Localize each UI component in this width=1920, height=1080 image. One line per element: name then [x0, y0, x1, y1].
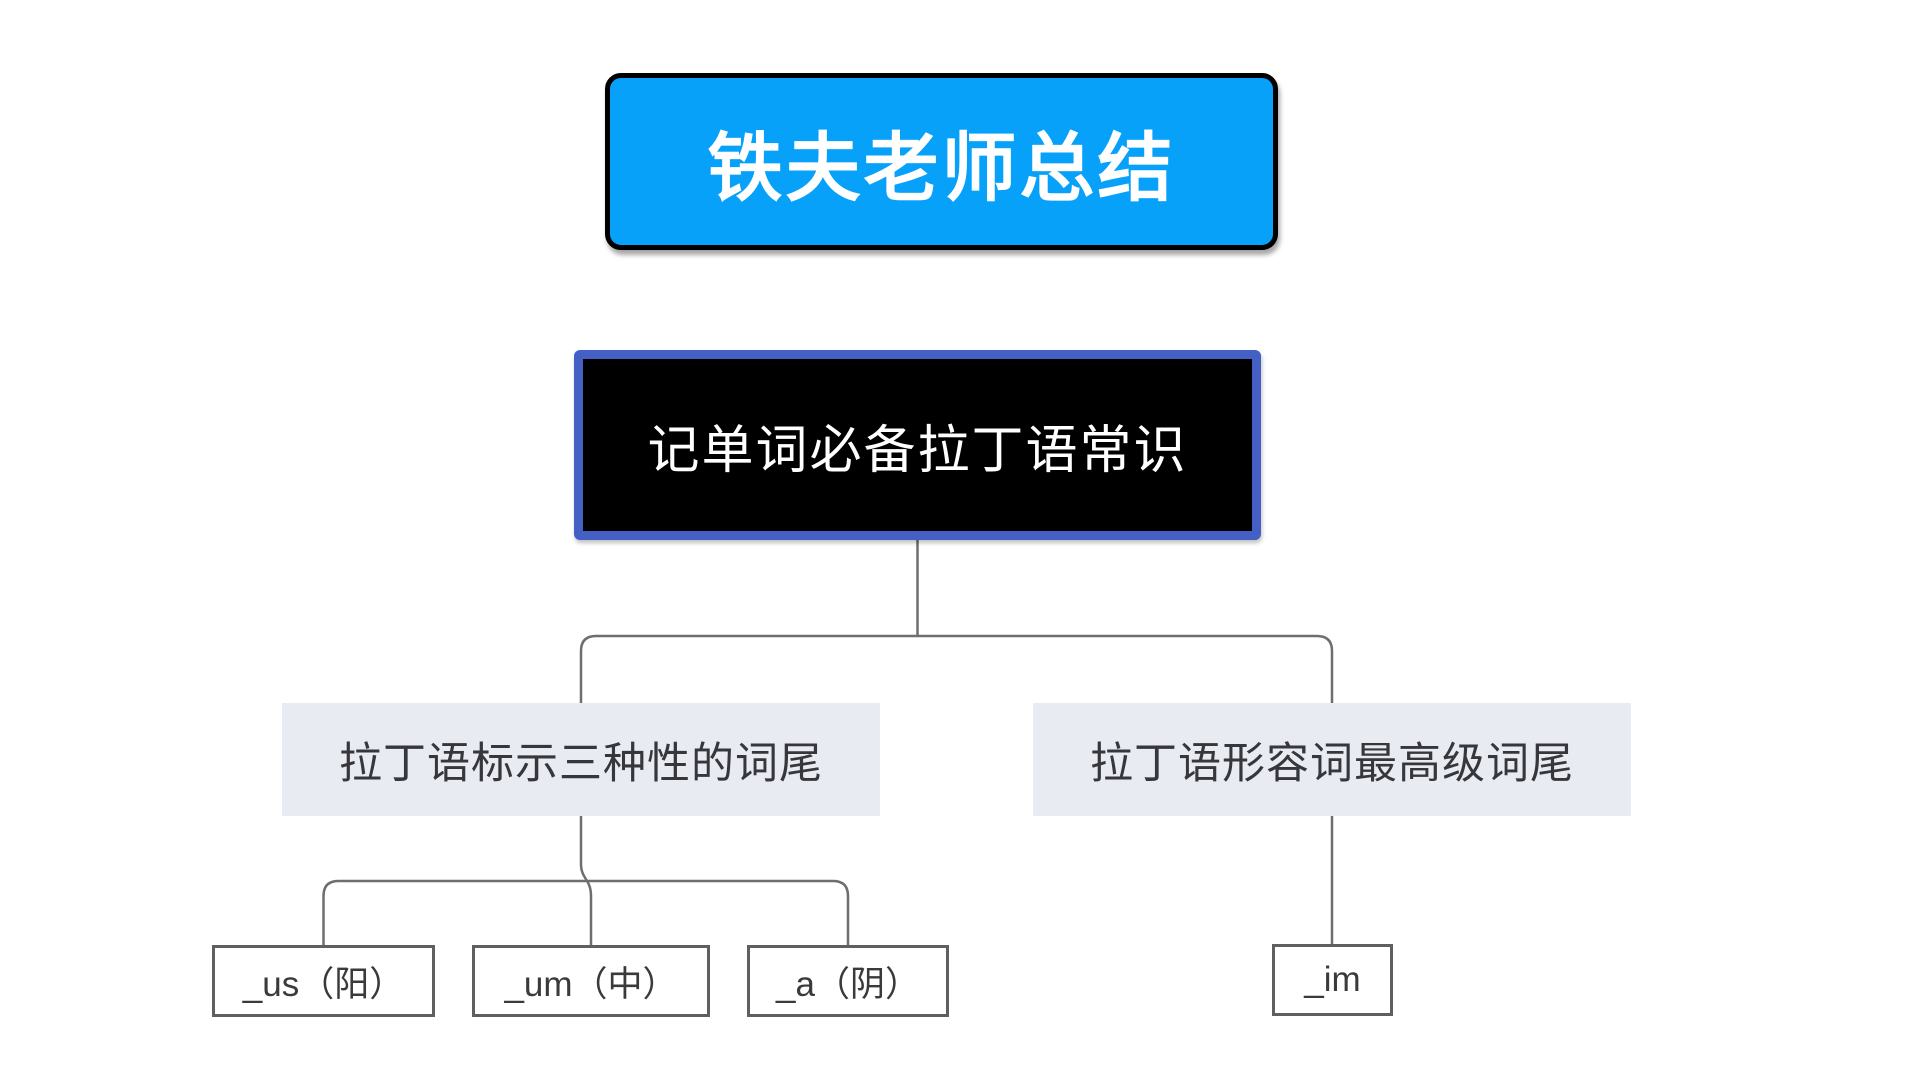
leaf-node-im-superlative: _im [1272, 944, 1393, 1016]
branch-node-gender-endings: 拉丁语标示三种性的词尾 [282, 703, 880, 816]
leaf-node-us-masculine: _us（阳） [212, 945, 435, 1017]
branch-node-superlative-endings: 拉丁语形容词最高级词尾 [1033, 703, 1631, 816]
connector-left-branch-stem [579, 816, 593, 945]
title-node: 铁夫老师总结 [605, 73, 1278, 250]
leaf-node-um-neuter: _um（中） [472, 945, 710, 1017]
connector-branch-rail [579, 634, 1334, 703]
root-node: 记单词必备拉丁语常识 [574, 350, 1261, 540]
connector-leaf-rail [322, 879, 850, 945]
leaf-node-a-feminine: _a（阴） [747, 945, 949, 1017]
